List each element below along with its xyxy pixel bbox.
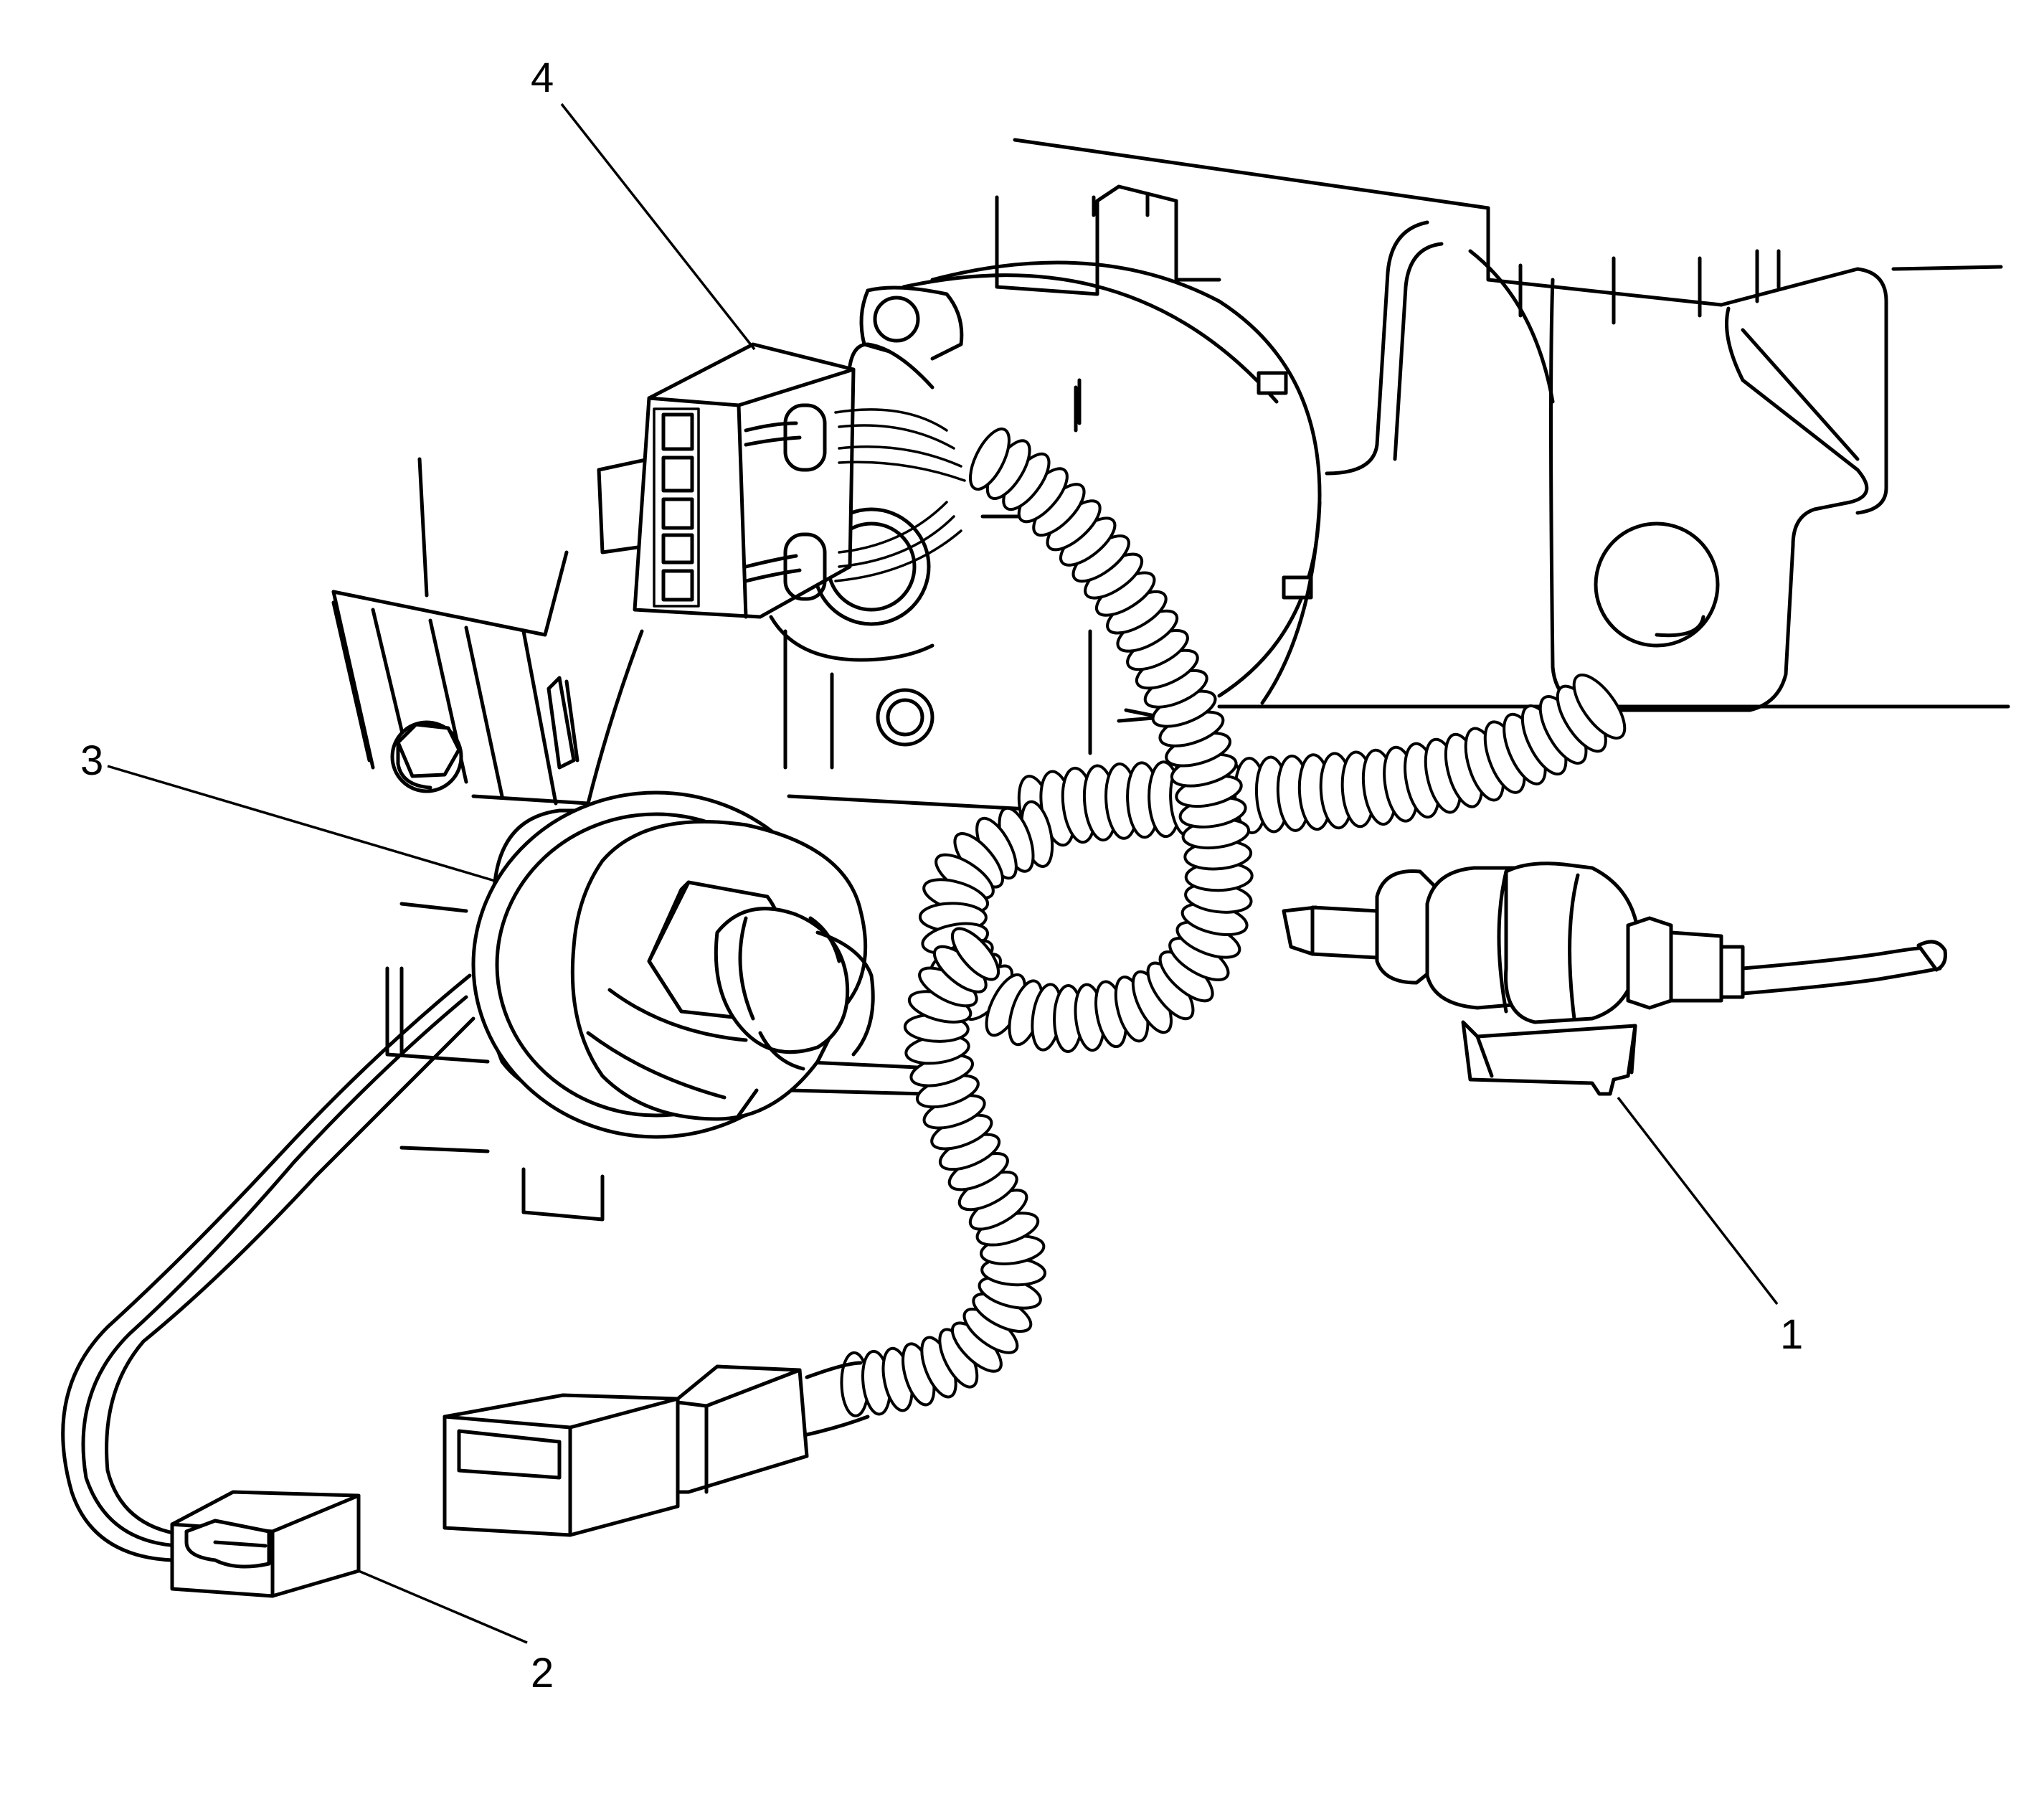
leader-3 [107, 765, 496, 882]
leader-1 [1617, 1096, 1779, 1306]
harness-mating-connector [443, 1361, 870, 1537]
lower-plate [385, 902, 949, 1222]
callout-2: 2 [531, 1650, 554, 1696]
ignition-switch-connector [597, 342, 966, 619]
callout-leaders [107, 103, 1779, 1644]
mounting-bracket [331, 457, 644, 806]
callout-3: 3 [80, 737, 103, 784]
callout-4: 4 [531, 55, 554, 101]
callout-labels: 1 2 3 4 [80, 55, 1803, 1696]
ignition-lock-cylinder [471, 790, 875, 1139]
column-housing [902, 138, 2010, 712]
conduit-rib [950, 927, 1000, 981]
key-alarm-switch-wires [61, 973, 475, 1562]
corrugated-harness [840, 428, 1627, 1417]
ignition-key-actuator [1282, 861, 1947, 1096]
key-alarm-connector [170, 1490, 361, 1598]
leader-2 [358, 1569, 528, 1644]
connector-terminal-cavities [653, 407, 700, 608]
leader-4 [560, 103, 756, 351]
conduit-rib [1572, 674, 1627, 740]
callout-1: 1 [1780, 1311, 1803, 1358]
conduit-rib [969, 428, 1011, 491]
mount-boss [769, 285, 1164, 813]
